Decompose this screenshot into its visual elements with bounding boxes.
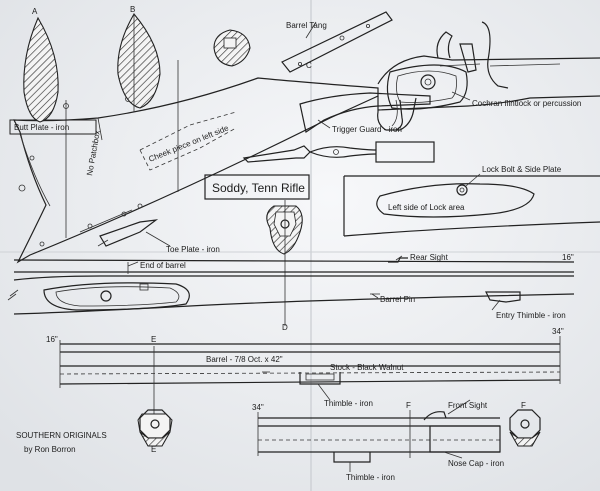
- section-mark-e-top: E: [151, 335, 156, 344]
- thimble-label-2: Thimble - iron: [346, 473, 395, 482]
- section-mark-a: A: [32, 7, 38, 16]
- publisher-author: by Ron Borron: [24, 445, 76, 454]
- forend-side-view: [7, 257, 575, 315]
- barrel-tang: [281, 11, 393, 73]
- section-mark-f-top: F: [406, 401, 411, 410]
- leader-lines: [127, 21, 501, 472]
- section-d-lock: [266, 200, 303, 326]
- dim-16-left: 16": [46, 335, 58, 344]
- section-mark-f-bottom: F: [521, 401, 526, 410]
- left-side-lock-label: Left side of Lock area: [388, 203, 465, 212]
- thimble-label-1: Thimble - iron: [324, 399, 373, 408]
- entry-thimble-label: Entry Thimble - iron: [496, 311, 566, 320]
- butt-plate-label: Butt Plate - iron: [14, 123, 69, 132]
- lock-assembly: [377, 21, 600, 111]
- lock-label: Cochran flintlock or percussion: [472, 99, 581, 108]
- section-e-barrel: [137, 346, 173, 447]
- nose-cap-label: Nose Cap - iron: [448, 459, 504, 468]
- toe-plate-label: Toe Plate - iron: [166, 245, 220, 254]
- trigger-guard-part: [242, 141, 435, 163]
- wrist-section-c: [213, 29, 251, 67]
- page-title: Soddy, Tenn Rifle: [212, 181, 305, 195]
- buttstock-outline: [13, 77, 379, 264]
- butt-plate-label-box: [9, 119, 97, 135]
- trigger-guard: [299, 92, 431, 133]
- barrel-spec-label: Barrel - 7/8 Oct. x 42": [206, 355, 283, 364]
- barrel-pin-label: Barrel Pin: [380, 295, 415, 304]
- lock-area-left-side: [343, 173, 600, 237]
- dim-34-bottom: 34": [252, 403, 264, 412]
- dim-16-right: 16": [562, 253, 574, 262]
- section-mark-c: C: [306, 61, 312, 70]
- butt-section-a: [23, 16, 59, 123]
- section-mark-e-bottom: E: [151, 445, 156, 454]
- trigger-guard-label: Trigger Guard - iron: [332, 125, 402, 134]
- front-sight-label: Front Sight: [448, 401, 488, 410]
- stock-label: Stock - Black Walnut: [330, 363, 404, 372]
- barrel-tang-label: Barrel Tang: [286, 21, 327, 30]
- section-mark-b: B: [130, 5, 135, 14]
- end-of-barrel-label: End of barrel: [140, 261, 186, 270]
- title-box: [204, 174, 310, 200]
- barrel-top-view: [59, 336, 561, 388]
- toe-plate: [97, 219, 159, 247]
- butt-section-b: [117, 13, 161, 109]
- section-f-barrel: [509, 409, 541, 447]
- publisher-name: SOUTHERN ORIGINALS: [16, 431, 107, 440]
- lock-bolt-label: Lock Bolt & Side Plate: [482, 165, 562, 174]
- forend-muzzle-view: [257, 410, 501, 463]
- dim-34-top: 34": [552, 327, 564, 336]
- buttstock-view: [9, 60, 379, 264]
- section-mark-d: D: [282, 323, 288, 332]
- rear-sight-label: Rear Sight: [410, 253, 449, 262]
